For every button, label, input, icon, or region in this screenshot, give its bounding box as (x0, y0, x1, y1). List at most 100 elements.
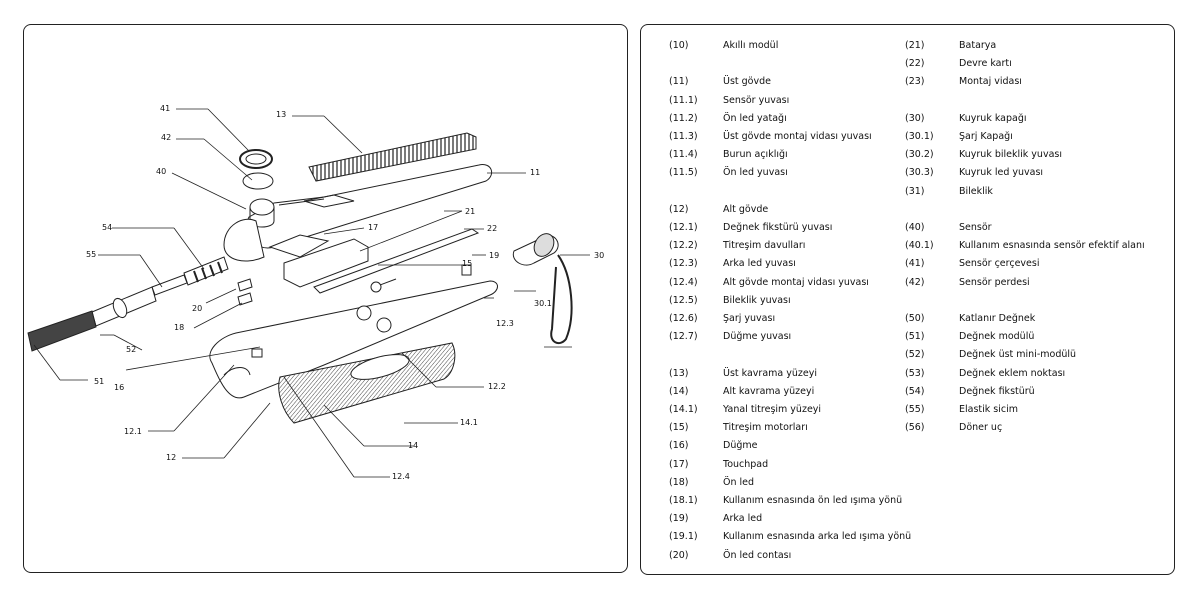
callout-54: 54 (102, 223, 113, 232)
callout-20: 20 (192, 304, 203, 313)
legend-code: (50) (905, 313, 925, 324)
legend-part-name: Üst gövde (723, 76, 771, 88)
legend-code: (19.1) (669, 531, 698, 543)
legend-code: (30.2) (905, 149, 934, 161)
legend-code: (56) (905, 422, 925, 434)
callout-16: 16 (114, 383, 125, 392)
legend-code: (10) (669, 40, 689, 51)
legend-part-name: Şarj Kapağı (959, 131, 1013, 142)
legend-code: (18.1) (669, 495, 698, 506)
callout-19: 19 (489, 251, 500, 260)
legend-part-name: Arka led yuvası (723, 258, 796, 270)
legend-code: (41) (905, 258, 925, 270)
legend-part-name: Değnek eklem noktası (959, 367, 1066, 379)
legend-part-name: Üst gövde montaj vidası yuvası (723, 131, 872, 142)
legend-code: (19) (669, 513, 689, 525)
legend-part-name: Ön led yuvası (723, 167, 788, 179)
legend-code: (12.2) (669, 240, 698, 252)
legend-part-name: Değnek fikstürü (959, 385, 1035, 397)
legend-part-name: Ön led contası (723, 549, 792, 561)
legend-code: (16) (669, 440, 689, 452)
callout-12-1: 12.1 (124, 427, 142, 436)
legend-code: (15) (669, 422, 689, 434)
legend-code: (51) (905, 331, 925, 343)
callout-12-3: 12.3 (496, 319, 514, 328)
legend-code: (12.1) (669, 222, 698, 233)
legend-part-name: Arka led (723, 513, 763, 525)
touchpad (268, 234, 330, 258)
legend-code: (11) (669, 76, 689, 88)
legend-code: (42) (905, 276, 925, 288)
legend-part-name: Alt kavrama yüzeyi (723, 385, 815, 397)
legend-part-name: Alt gövde montaj vidası yuvası (723, 276, 869, 288)
wand-module (27, 310, 97, 352)
legend-code: (40.1) (905, 240, 934, 252)
legend-code: (22) (905, 58, 925, 70)
callout-12-2: 12.2 (488, 382, 506, 391)
legend-code: (14.1) (669, 404, 698, 415)
legend-part-name: Kuyruk bileklik yuvası (959, 149, 1062, 161)
legend-part-name: Kullanım esnasında ön led ışıma yönü (723, 495, 903, 506)
legend-part-name: Touchpad (723, 458, 769, 470)
callout-12-4: 12.4 (392, 472, 410, 481)
legend-part-name: Kullanım esnasında sensör efektif alanı (959, 240, 1145, 252)
legend-code: (12.3) (669, 258, 698, 270)
legend-code: (18) (669, 476, 689, 488)
exploded-view-drawing (27, 108, 590, 478)
legend-code: (30.3) (905, 167, 934, 179)
legend-part-name: Sensör (959, 222, 992, 233)
legend-part-name: Değnek üst mini-modülü (959, 349, 1077, 361)
legend-part-name: Kuyruk kapağı (959, 112, 1027, 124)
legend-part-name: Alt gövde (723, 203, 769, 215)
legend-part-name: Düğme yuvası (723, 331, 792, 343)
legend-code: (17) (669, 458, 689, 470)
sensor-ring (249, 198, 275, 216)
lower-grip-surface (278, 342, 456, 424)
legend-part-name: Titreşim motorları (723, 422, 808, 434)
legend-code: (12.4) (669, 276, 698, 288)
callout-30: 30 (594, 251, 605, 260)
legend-part-name: Değnek fikstürü yuvası (723, 222, 833, 233)
legend-part-name: Sensör perdesi (959, 276, 1030, 288)
legend-code: (13) (669, 367, 689, 379)
sensor-frame (239, 149, 273, 169)
exploded-view-panel: 41 42 40 13 11 17 21 22 54 55 15 19 30 3… (23, 24, 628, 573)
callout-55: 55 (86, 250, 97, 259)
callout-40: 40 (156, 167, 167, 176)
legend-part-name: Elastik sicim (959, 404, 1019, 415)
legend-code: (55) (905, 404, 925, 415)
legend-part-name: Akıllı modül (723, 40, 779, 51)
sensor-curtain (242, 172, 274, 190)
legend-part-name: Döner uç (959, 422, 1003, 434)
legend-code: (12.6) (669, 313, 698, 324)
battery (283, 238, 369, 288)
callout-15: 15 (462, 259, 473, 268)
legend-part-name: Montaj vidası (959, 76, 1022, 88)
legend-code: (14) (669, 385, 689, 397)
legend-code: (54) (905, 385, 925, 397)
legend-code: (23) (905, 76, 925, 88)
legend-code: (11.5) (669, 167, 698, 179)
legend-code: (40) (905, 222, 925, 233)
legend-code: (11.4) (669, 149, 698, 161)
elastic-cord (550, 254, 573, 345)
legend-part-name: Yanal titreşim yüzeyi (723, 404, 822, 415)
legend-part-name: Ön led yatağı (723, 112, 787, 124)
parts-legend-panel: (10) Akıllı modül (11) Üst gövde (11.1) Sensö… (640, 24, 1175, 575)
legend-code: (11.1) (669, 94, 698, 106)
legend-part-name: Şarj yuvası (723, 313, 776, 324)
legend-part-name: Bileklik (959, 185, 993, 197)
legend-part-name: Batarya (959, 40, 997, 51)
legend-part-name: Sensör yuvası (723, 94, 790, 106)
callout-22: 22 (487, 224, 498, 233)
legend-code: (12.5) (669, 294, 698, 306)
callout-11: 11 (530, 168, 541, 177)
legend-code: (53) (905, 367, 925, 379)
legend-part-name: Katlanır Değnek (959, 313, 1036, 324)
callout-12: 12 (166, 453, 177, 462)
legend-part-name: Kuyruk led yuvası (959, 167, 1044, 179)
legend-code: (12) (669, 203, 689, 215)
callout-14: 14 (408, 441, 419, 450)
legend-part-name: Üst kavrama yüzeyi (723, 367, 817, 379)
callout-52: 52 (126, 345, 137, 354)
